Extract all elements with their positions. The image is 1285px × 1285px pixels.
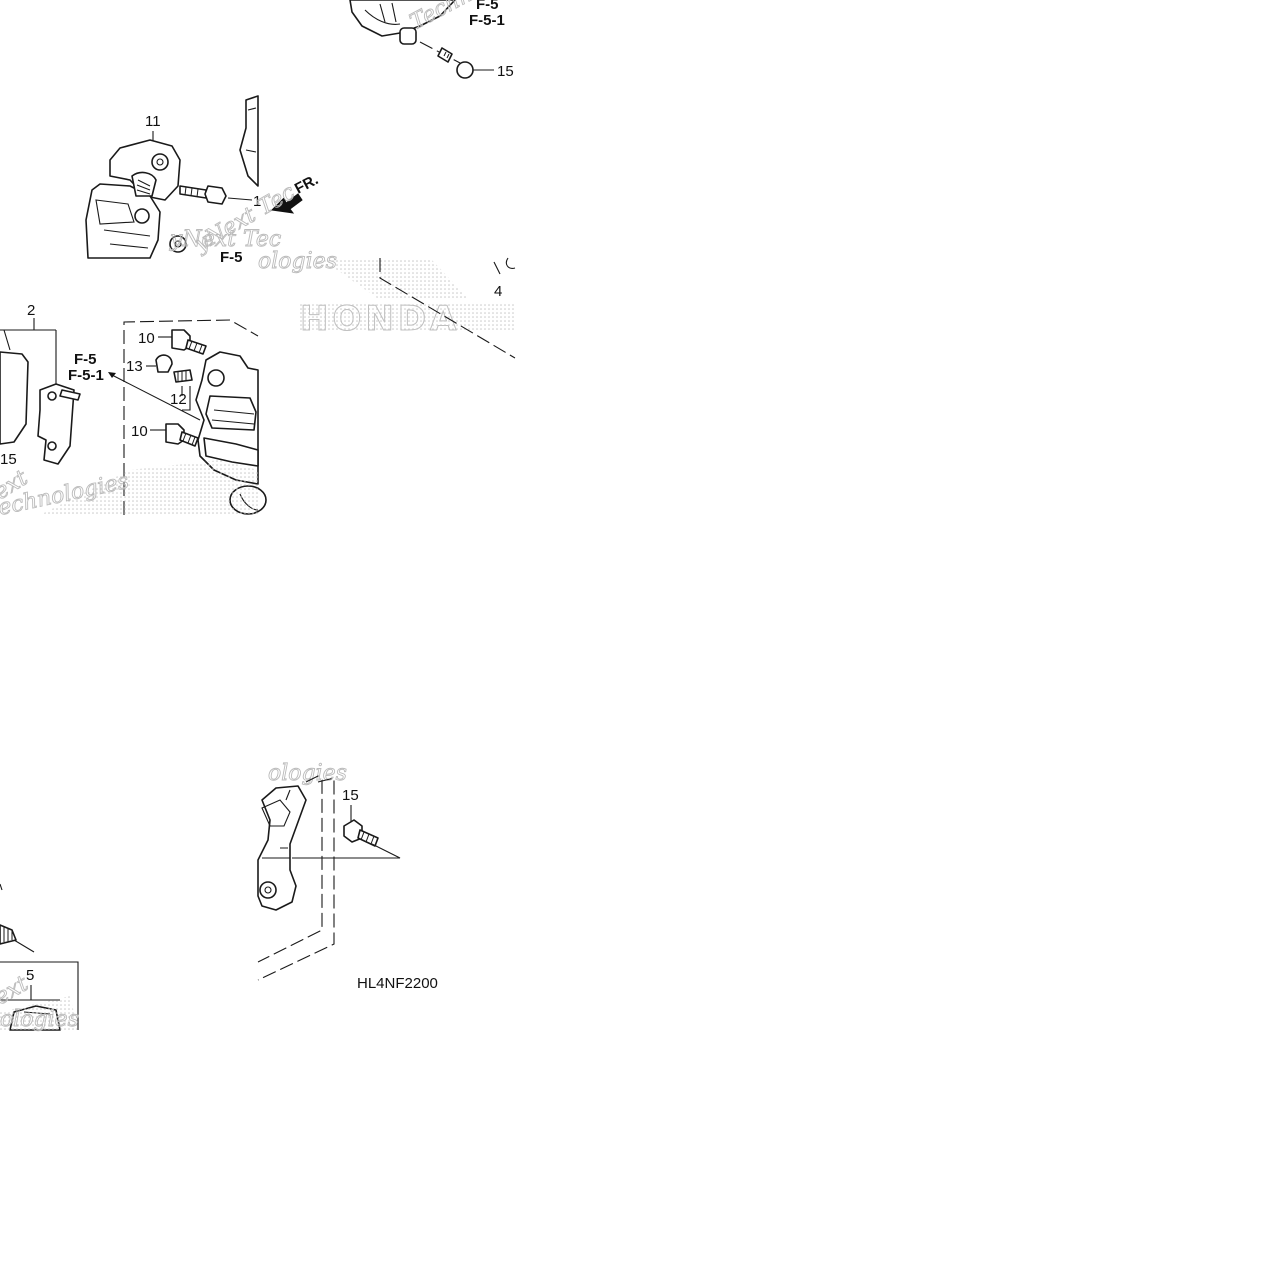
callout-10-upper: 10	[138, 330, 155, 347]
callout-5: 5	[26, 967, 34, 984]
bleeder-screw-part	[173, 369, 193, 383]
brand-watermark: HONDA	[300, 299, 460, 339]
callout-12: 12	[170, 391, 187, 408]
callout-10-lower: 10	[131, 423, 148, 440]
watermark-text: ologies	[258, 249, 337, 274]
diagram-code: HL4NF2200	[357, 975, 438, 992]
tile-caliper-bracket: ologies 15 HL4NF2200	[257, 761, 438, 992]
callout-4: 4	[494, 283, 502, 300]
callout-2: 2	[27, 302, 35, 319]
tile-caliper-assembly: 11 1 yNext Tec F-5	[85, 95, 282, 266]
callout-15-bottom: 15	[342, 787, 359, 804]
front-arrow-label: FR.	[292, 171, 321, 197]
brake-pad-part	[37, 383, 75, 465]
callout-15-left: 15	[0, 451, 17, 468]
tile-pad-and-bolts: 2 15 F-5 F-5-1 10 13 12	[0, 302, 267, 521]
watermark-text: yNext Tec	[169, 227, 281, 252]
section-ref-f5-1: F-5-1	[469, 12, 505, 29]
caliper-body-part	[85, 183, 161, 259]
callout-1-partial: 1	[253, 193, 261, 210]
callout-13: 13	[126, 358, 143, 375]
bolt-part	[179, 185, 253, 205]
tile-top-right: 15 F-5 F-5-1 Techno	[349, 0, 514, 80]
watermark-text: ologies	[0, 1007, 79, 1032]
bleeder-cap-part	[155, 354, 173, 373]
brake-pad-part	[0, 351, 29, 445]
bolt-part	[419, 41, 494, 79]
bolt-part	[343, 819, 379, 847]
tile-brand-watermark: HONDA 4	[300, 257, 516, 359]
tile-bottom-left: 5 ext ologies	[0, 883, 79, 1032]
bolt-part	[165, 423, 199, 447]
section-ref-f5-1-b: F-5-1	[68, 367, 104, 384]
section-ref-f5-b: F-5	[74, 351, 97, 368]
watermark-text: ologies	[268, 761, 347, 786]
section-ref-f5: F-5	[476, 0, 499, 13]
bolt-part	[171, 329, 207, 355]
callout-15-top: 15	[497, 63, 514, 80]
section-ref-f5-partial: F-5	[220, 249, 243, 266]
callout-11: 11	[145, 113, 161, 130]
